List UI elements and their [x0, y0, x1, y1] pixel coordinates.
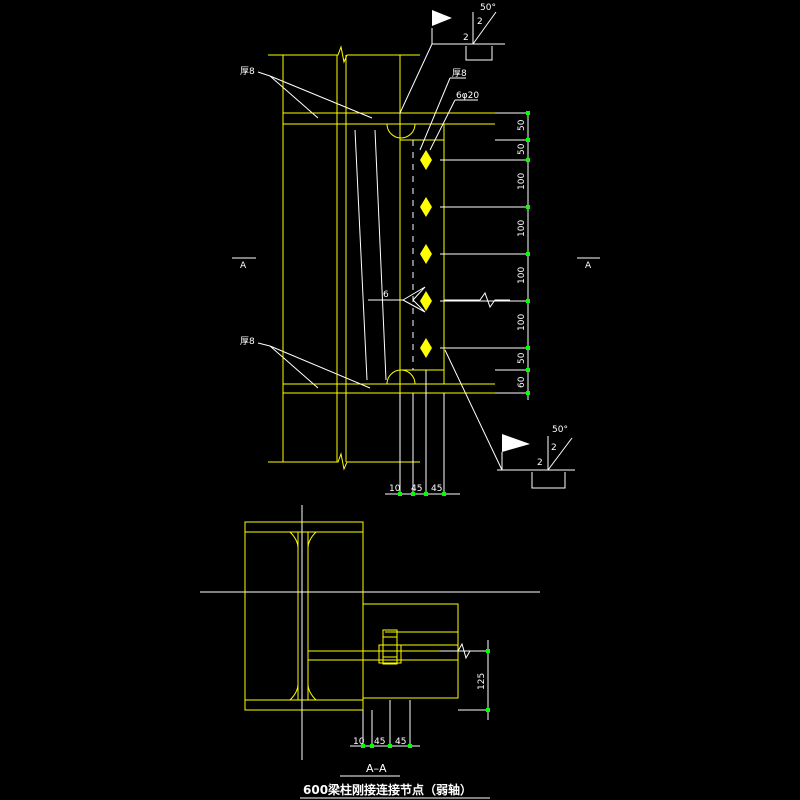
bolt-3 [420, 244, 432, 264]
right-dim-4: 100 [517, 220, 527, 237]
section-dim-right: 125 [477, 673, 487, 690]
section-label: A–A [366, 762, 387, 775]
bolt-4 [420, 291, 432, 311]
section-bottom-dim-ticks [361, 744, 412, 748]
section-mark-left: A [240, 261, 247, 271]
bottom-dim-1: 10 [389, 484, 401, 494]
weld-top-size-b: 2 [463, 33, 469, 43]
drawing-title: 600梁柱刚接连接节点（弱轴） [303, 782, 472, 797]
right-dim-2: 50 [517, 143, 527, 155]
bolt-5 [420, 338, 432, 358]
bottom-dim-3: 45 [431, 484, 442, 494]
label-shear-plate-thk: 厚8 [452, 68, 467, 79]
right-dim-3: 100 [517, 173, 527, 190]
bolt-1 [420, 150, 432, 170]
right-dim-ticks [526, 111, 530, 395]
weld-top-size-a: 2 [477, 17, 483, 27]
right-dimension-labels: 50 50 100 100 100 100 50 60 [517, 119, 527, 388]
weld-symbol-top: 50° 2 2 [399, 3, 505, 114]
section-bottom-dim-3: 45 [395, 737, 406, 747]
elevation-view: 50 50 100 100 100 100 50 60 10 45 45 厚8 … [232, 3, 600, 496]
right-dim-1: 50 [517, 119, 527, 131]
section-bottom-dim-2: 45 [374, 737, 385, 747]
section-view: 125 10 45 45 A–A [200, 505, 540, 777]
section-mark-right: A [585, 261, 592, 271]
weld-top-angle: 50° [480, 3, 496, 13]
section-bottom-dim-1: 10 [353, 737, 365, 747]
bottom-dim-2: 45 [411, 484, 422, 494]
bolt-2 [420, 197, 432, 217]
right-dim-6: 100 [517, 314, 527, 331]
right-dim-8: 60 [517, 376, 527, 388]
weld-bottom-angle: 50° [552, 425, 568, 435]
label-fillet-size: 6 [383, 290, 389, 300]
bottom-dim-ticks [398, 492, 446, 496]
right-dim-5: 100 [517, 267, 527, 284]
bolt-markers [420, 150, 432, 358]
label-hole-spec: 6φ20 [456, 91, 479, 101]
weld-bottom-size-a: 2 [551, 443, 557, 453]
label-plate-thk-top: 厚8 [240, 66, 255, 77]
label-plate-thk-bottom: 厚8 [240, 336, 255, 347]
weld-bottom-size-b: 2 [537, 458, 543, 468]
weld-symbol-bottom: 50° 2 2 [444, 349, 575, 489]
right-dim-7: 50 [517, 352, 527, 364]
